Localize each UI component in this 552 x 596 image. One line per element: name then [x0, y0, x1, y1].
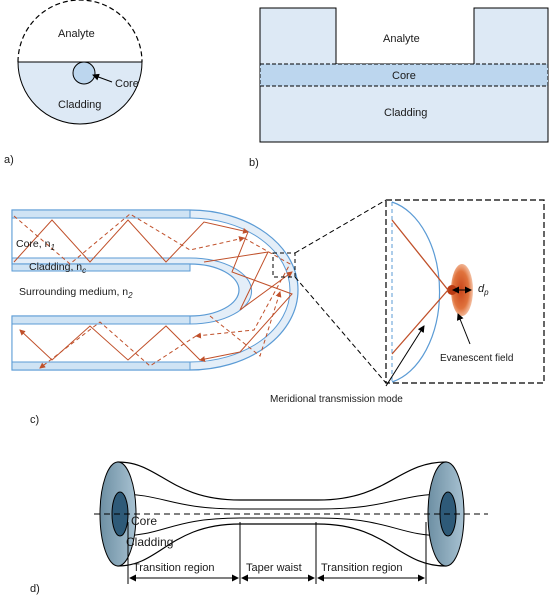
core-n1-label: Core, n1	[16, 238, 55, 252]
panel-d: Core Cladding Transition region Taper wa…	[30, 461, 488, 595]
evanescent-field-label: Evanescent field	[440, 353, 513, 364]
cladding-nc-label: Cladding, nc	[29, 261, 86, 275]
panel-b-letter: b)	[249, 157, 259, 169]
taper-inner-lower-curve	[117, 517, 447, 537]
cladding-label: Cladding	[126, 535, 173, 549]
cladding-lower-half	[17, 61, 143, 125]
panel-d-letter: d)	[30, 583, 40, 595]
ray-upper-arm	[13, 219, 249, 263]
panel-b: Analyte Core Cladding b)	[249, 7, 549, 169]
meridional-pointer	[385, 325, 425, 387]
panel-c: dp Evanescent field Meridional transmiss…	[11, 199, 545, 426]
dashed-ray-4	[209, 291, 282, 357]
zoom-source-box	[272, 252, 296, 278]
evanescent-pointer	[456, 313, 471, 345]
analyte-label: Analyte	[58, 28, 95, 40]
lower-arm-inner-cladding	[11, 315, 191, 325]
surrounding-medium-label: Surrounding medium, n2	[19, 286, 133, 300]
core-pointer-arrow	[92, 73, 113, 83]
cladding-label: Cladding	[58, 99, 101, 111]
taper-inner-upper-curve	[117, 493, 447, 510]
lower-arm-outer-cladding	[11, 361, 191, 371]
core-label: Core	[392, 70, 416, 82]
ray-bend	[199, 231, 293, 362]
core-layer	[259, 63, 549, 87]
taper-waist-label: Taper waist	[246, 562, 302, 574]
zoom-line-top	[294, 199, 387, 254]
analyte-label: Analyte	[383, 33, 420, 45]
upper-arm-inner-cladding	[11, 263, 191, 272]
u-fiber-core	[11, 217, 291, 363]
transition-region-right-label: Transition region	[321, 562, 403, 574]
meridional-mode-label: Meridional transmission mode	[270, 394, 403, 405]
dp-label: dp	[478, 283, 489, 297]
cladding-label: Cladding	[384, 107, 427, 119]
ray-lower-arm	[19, 325, 201, 361]
upper-arm-outer-cladding	[11, 209, 191, 219]
core-circle	[72, 61, 96, 85]
panel-c-letter: c)	[30, 414, 39, 426]
inset-fiber-tip	[391, 201, 441, 383]
panel-a: Analyte Core Cladding a)	[4, 0, 143, 166]
core-label: Core	[115, 78, 139, 90]
transition-region-left-label: Transition region	[133, 562, 215, 574]
panel-a-letter: a)	[4, 154, 14, 166]
analyte-upper-half	[17, 0, 143, 63]
dashed-ray-2	[195, 237, 291, 339]
refracted-rays	[13, 213, 291, 369]
core-label: Core	[131, 514, 157, 528]
ray-bend-inner	[203, 251, 293, 311]
dashed-ray-1	[13, 213, 245, 265]
inset-ray	[391, 219, 449, 355]
reflected-rays	[13, 219, 293, 362]
zoom-line-bottom	[294, 276, 387, 384]
